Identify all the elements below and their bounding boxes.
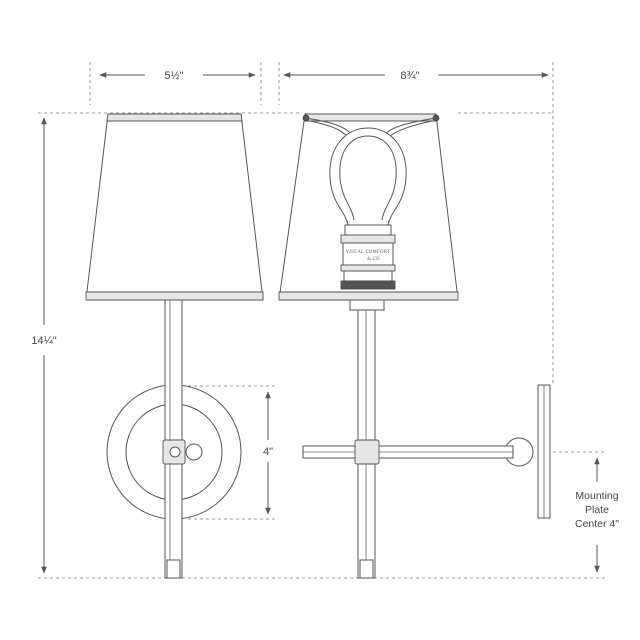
plate-height-label: 4": [263, 446, 273, 458]
dimension-guides: [38, 62, 605, 579]
shade-width-label: 5½": [164, 70, 183, 82]
mounting-note-line3: Center 4": [575, 518, 619, 530]
side-bulb: [329, 127, 407, 226]
front-view: [85, 113, 264, 579]
front-lampshade: [85, 113, 264, 301]
side-view: VISUAL COMFORT & CO.: [278, 113, 551, 579]
mounting-note-line2: Plate: [585, 504, 609, 516]
mounting-note: Mounting Plate Center 4": [575, 457, 619, 573]
height-dimension: 14¼": [31, 117, 57, 574]
front-knob: [185, 443, 203, 461]
front-stem: [164, 299, 183, 579]
mounting-note-line1: Mounting: [575, 490, 618, 502]
side-joint: [354, 439, 380, 465]
depth-dimension: 8¾": [283, 70, 549, 82]
front-finial: [166, 559, 181, 579]
plate-dimension: 4": [263, 391, 273, 515]
side-socket-base: [340, 280, 396, 290]
depth-label: 8¾": [400, 70, 419, 82]
side-socket: [342, 242, 394, 266]
width-dimension: 5½": [99, 70, 256, 82]
socket-brand-line1: VISUAL COMFORT: [345, 249, 390, 254]
height-label: 14¼": [31, 335, 56, 347]
socket-brand-line2: & CO.: [367, 256, 381, 261]
side-socket-top: [344, 224, 392, 236]
